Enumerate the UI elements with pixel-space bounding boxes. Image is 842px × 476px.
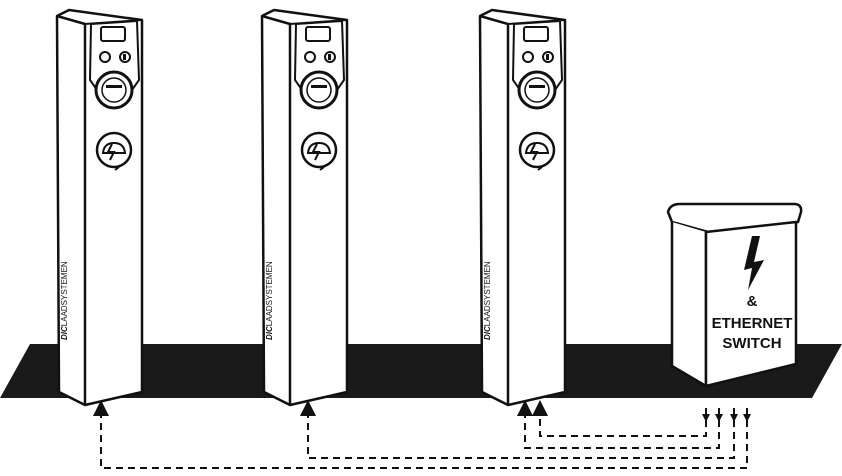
connection-line — [532, 400, 707, 437]
brand-logo-text: DICLAADSYSTEMEN — [265, 261, 274, 340]
arrow-down-icon — [715, 414, 723, 422]
lightning-bolt-icon — [744, 236, 764, 290]
arrow-down-icon — [702, 414, 710, 422]
switch-label-ampersand: & — [747, 293, 758, 310]
ethernet-switch-box: & ETHERNET SWITCH — [666, 202, 803, 388]
connection-line — [300, 400, 735, 459]
charger-pillar: DICLAADSYSTEMEN — [478, 8, 567, 407]
brand-logo-text: DICLAADSYSTEMEN — [60, 261, 69, 340]
connection-line — [517, 400, 720, 449]
charger-pillar: DICLAADSYSTEMEN — [55, 8, 144, 407]
arrow-down-icon — [743, 414, 751, 422]
connection-line — [93, 400, 748, 469]
switch-label-ethernet: ETHERNET — [712, 315, 793, 332]
arrow-down-icon — [730, 414, 738, 422]
brand-logo-text: DICLAADSYSTEMEN — [483, 261, 492, 340]
charger-pillar: DICLAADSYSTEMEN — [260, 8, 349, 407]
switch-label-switch: SWITCH — [722, 335, 781, 352]
ground-slab — [0, 344, 842, 398]
